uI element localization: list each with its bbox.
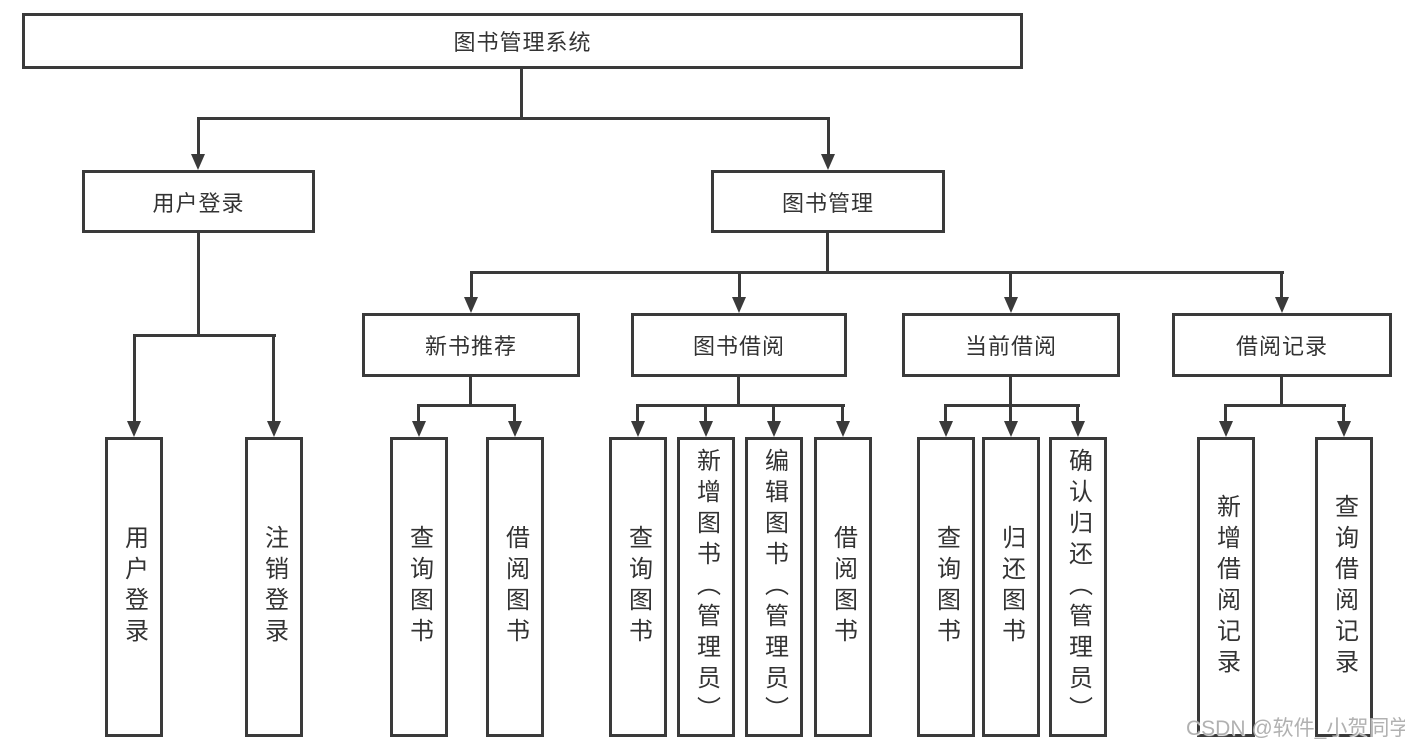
arrow-down-icon	[631, 421, 645, 437]
node-user-login-label: 用户登录	[152, 190, 245, 216]
connector-line	[704, 404, 707, 422]
leaf-logout-login-label: 注销登录	[260, 525, 288, 649]
leaf-borrow-book-recommend: 借阅图书	[486, 437, 544, 737]
connector-line	[738, 271, 741, 299]
leaf-add-book-admin: 新增图书（管理员）	[677, 437, 735, 737]
connector-line	[197, 117, 830, 120]
leaf-query-book-recommend: 查询图书	[390, 437, 448, 737]
leaf-return-book-label: 归还图书	[997, 525, 1025, 649]
arrow-down-icon	[767, 421, 781, 437]
arrow-down-icon	[127, 421, 141, 437]
node-borrow-record: 借阅记录	[1172, 313, 1392, 377]
connector-line	[841, 404, 844, 422]
arrow-down-icon	[1337, 421, 1351, 437]
node-book-management: 图书管理	[711, 170, 945, 233]
connector-line	[737, 377, 740, 407]
leaf-borrow-book-borrow: 借阅图书	[814, 437, 872, 737]
arrow-down-icon	[1071, 421, 1085, 437]
node-current-borrow-label: 当前借阅	[964, 334, 1057, 359]
arrow-down-icon	[939, 421, 953, 437]
connector-line	[1342, 404, 1345, 422]
connector-line	[469, 377, 472, 407]
leaf-add-borrow-record: 新增借阅记录	[1197, 437, 1255, 737]
arrow-down-icon	[1275, 297, 1289, 313]
connector-line	[197, 117, 200, 156]
arrow-down-icon	[464, 297, 478, 313]
leaf-user-login: 用户登录	[105, 437, 163, 737]
node-book-borrow: 图书借阅	[631, 313, 847, 377]
connector-line	[636, 404, 639, 422]
leaf-confirm-return-admin: 确认归还（管理员）	[1049, 437, 1107, 737]
connector-line	[417, 404, 516, 407]
leaf-query-book-current-label: 查询图书	[932, 525, 960, 649]
arrow-down-icon	[267, 421, 281, 437]
arrow-down-icon	[1004, 297, 1018, 313]
arrow-down-icon	[821, 154, 835, 170]
node-new-book-recommend: 新书推荐	[362, 313, 580, 377]
leaf-query-book-borrow-label: 查询图书	[624, 525, 652, 649]
leaf-add-book-admin-label: 新增图书（管理员）	[692, 447, 720, 727]
arrow-down-icon	[1004, 421, 1018, 437]
connector-line	[133, 334, 136, 423]
node-book-management-label: 图书管理	[781, 190, 874, 216]
connector-line	[944, 404, 947, 422]
connector-line	[772, 404, 775, 422]
leaf-query-book-recommend-label: 查询图书	[405, 525, 433, 649]
connector-line	[1280, 377, 1283, 407]
connector-line	[1009, 377, 1012, 407]
node-root: 图书管理系统	[22, 13, 1023, 69]
leaf-query-book-current: 查询图书	[917, 437, 975, 737]
node-book-borrow-label: 图书借阅	[692, 334, 785, 359]
connector-line	[944, 404, 1080, 407]
csdn-watermark: CSDN @软件_小贺同学	[1186, 717, 1405, 740]
arrow-down-icon	[412, 421, 426, 437]
connector-line	[826, 233, 829, 274]
connector-line	[520, 68, 523, 120]
connector-line	[1280, 271, 1283, 299]
leaf-add-borrow-record-label: 新增借阅记录	[1212, 494, 1240, 680]
arrow-down-icon	[699, 421, 713, 437]
leaf-borrow-book-recommend-label: 借阅图书	[501, 525, 529, 649]
connector-line	[1009, 271, 1012, 299]
arrow-down-icon	[836, 421, 850, 437]
connector-line	[1076, 404, 1079, 422]
connector-line	[1224, 404, 1346, 407]
connector-line	[417, 404, 420, 422]
connector-line	[513, 404, 516, 422]
leaf-confirm-return-admin-label: 确认归还（管理员）	[1064, 447, 1092, 727]
connector-line	[827, 117, 830, 156]
leaf-logout-login: 注销登录	[245, 437, 303, 737]
arrow-down-icon	[1219, 421, 1233, 437]
arrow-down-icon	[732, 297, 746, 313]
node-borrow-record-label: 借阅记录	[1235, 334, 1328, 359]
connector-line	[197, 233, 200, 337]
connector-line	[636, 404, 845, 407]
node-current-borrow: 当前借阅	[902, 313, 1120, 377]
leaf-edit-book-admin: 编辑图书（管理员）	[745, 437, 803, 737]
node-root-label: 图书管理系统	[453, 30, 592, 55]
leaf-query-book-borrow: 查询图书	[609, 437, 667, 737]
node-user-login: 用户登录	[82, 170, 315, 233]
leaf-return-book: 归还图书	[982, 437, 1040, 737]
leaf-user-login-label: 用户登录	[120, 525, 148, 649]
connector-line	[272, 334, 275, 423]
arrow-down-icon	[191, 154, 205, 170]
connector-line	[470, 271, 1284, 274]
arrow-down-icon	[508, 421, 522, 437]
leaf-edit-book-admin-label: 编辑图书（管理员）	[760, 447, 788, 727]
leaf-borrow-book-borrow-label: 借阅图书	[829, 525, 857, 649]
node-new-book-recommend-label: 新书推荐	[424, 334, 517, 359]
connector-line	[470, 271, 473, 299]
connector-line	[1009, 404, 1012, 422]
leaf-query-borrow-record: 查询借阅记录	[1315, 437, 1373, 737]
connector-line	[1224, 404, 1227, 422]
connector-line	[133, 334, 276, 337]
leaf-query-borrow-record-label: 查询借阅记录	[1330, 494, 1358, 680]
